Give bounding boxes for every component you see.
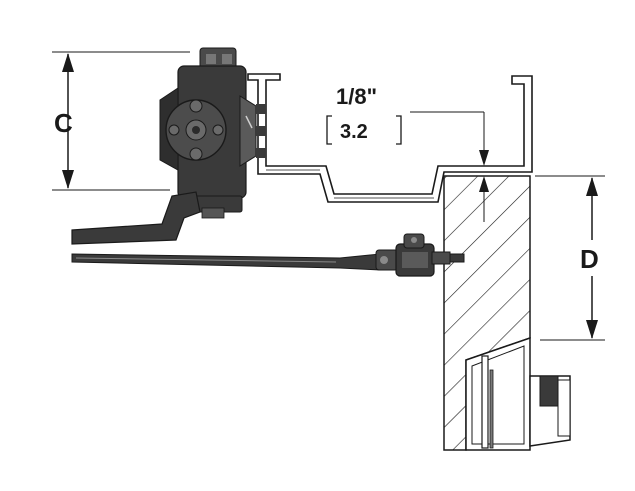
- door-channel-profile: [247, 73, 533, 203]
- strike-bracket: [529, 375, 571, 447]
- latch-mechanism: [159, 47, 266, 219]
- dimension-c-label: C: [54, 108, 73, 138]
- dimension-d: D: [535, 175, 608, 341]
- gap-metric-label: 3.2: [340, 121, 368, 143]
- gap-imperial-label: 1/8": [336, 84, 377, 109]
- door-frame-section: [443, 175, 531, 451]
- dimension-d-label: D: [580, 244, 599, 274]
- dimension-c: C: [52, 51, 190, 191]
- connecting-rod: [71, 233, 465, 277]
- operating-lever: [71, 191, 201, 245]
